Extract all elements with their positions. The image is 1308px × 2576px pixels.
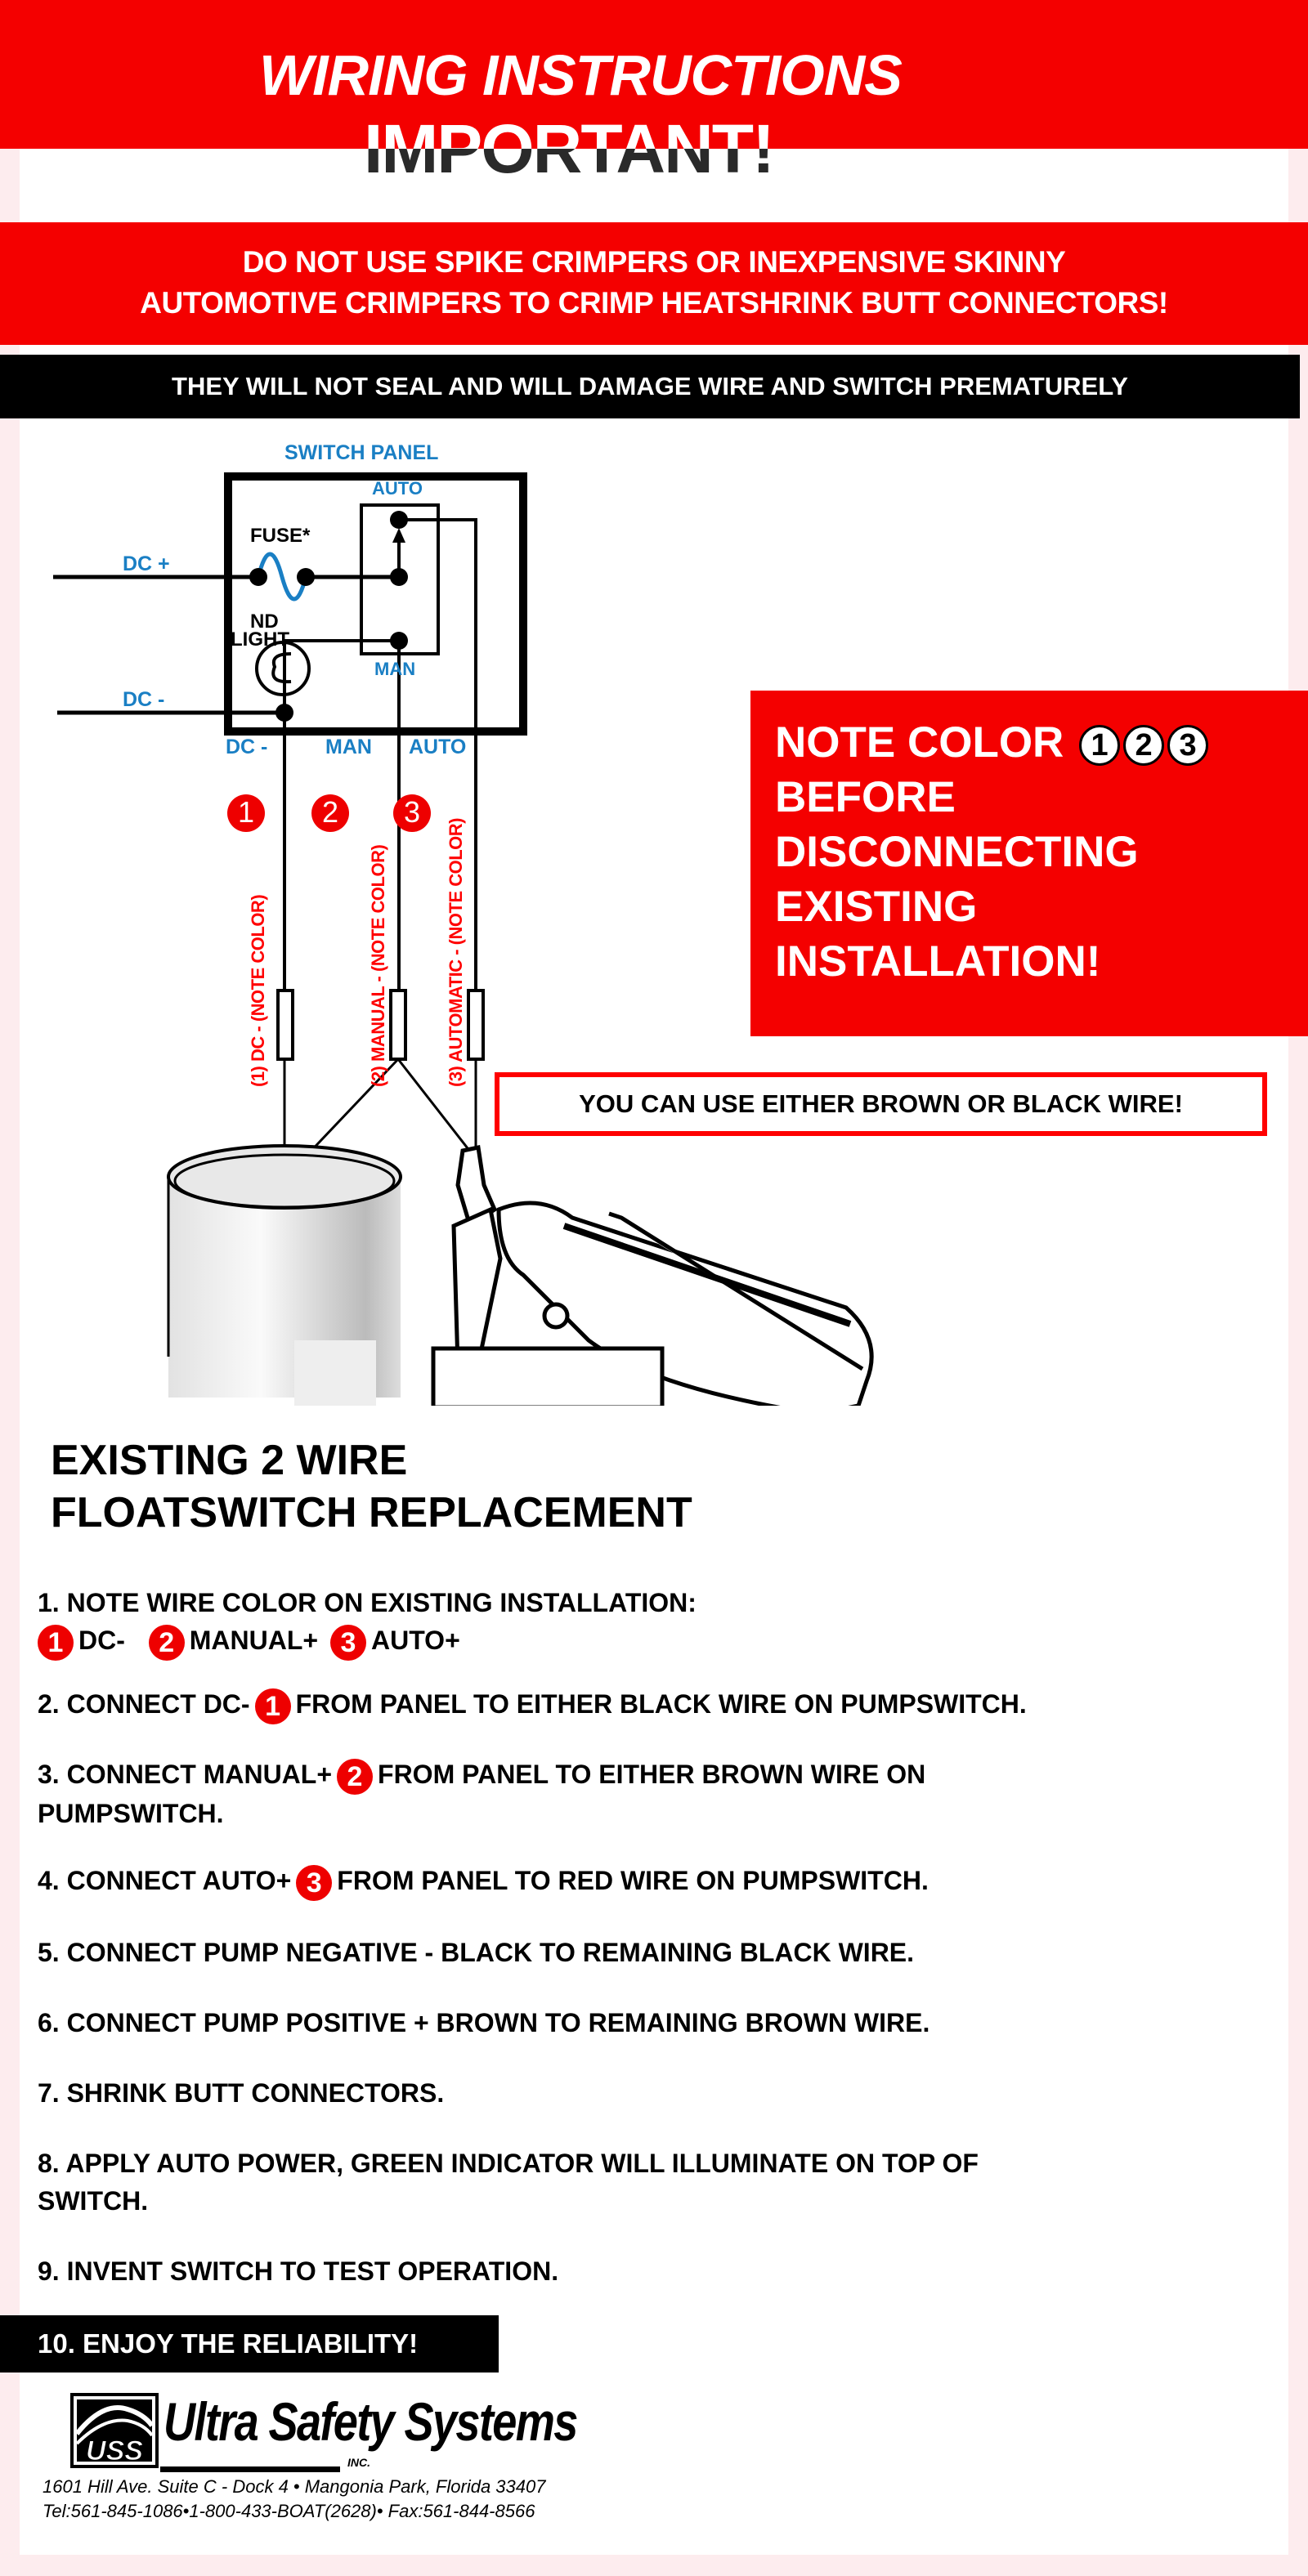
dc-plus-label: DC + [123, 552, 170, 575]
float-switch [431, 1145, 874, 1406]
wire-label-manual: (2) MANUAL - (NOTE COLOR) [368, 844, 388, 1087]
wire-badge-1: 1 [227, 794, 265, 832]
step-1-text: 1. NOTE WIRE COLOR ON EXISTING INSTALLAT… [38, 1588, 697, 1617]
company-phones: Tel:561-845-1086•1-800-433-BOAT(2628)• F… [43, 2501, 535, 2521]
badge-3: 3 [329, 1624, 366, 1661]
either-wire-note: YOU CAN USE EITHER BROWN OR BLACK WIRE! [495, 1072, 1267, 1136]
light-filament [271, 652, 292, 684]
company-name: Ultra Safety Systems [164, 2391, 578, 2452]
uss-logo-icon: USS [70, 2393, 159, 2468]
switch-panel-label: SWITCH PANEL [284, 441, 439, 464]
note-line2: BEFORE [775, 773, 956, 821]
ind-label-line2: LIGHT [231, 628, 289, 651]
step-3-line2: PUMPSWITCH. [38, 1798, 224, 1828]
indicator-light [255, 641, 311, 696]
step-5: 5. CONNECT PUMP NEGATIVE - BLACK TO REMA… [38, 1938, 915, 1967]
step-9: 9. INVENT SWITCH TO TEST OPERATION. [38, 2256, 559, 2286]
step-10-banner: 10. ENJOY THE RELIABILITY! [0, 2315, 499, 2373]
step-1: 1. NOTE WIRE COLOR ON EXISTING INSTALLAT… [38, 1584, 1264, 1661]
indicator-light-label: ND LIGHT [231, 610, 289, 651]
butt-connector-1 [276, 989, 294, 1061]
note-badge-3: 3 [1167, 725, 1209, 766]
step-8-line1: 8. APPLY AUTO POWER, GREEN INDICATOR WIL… [38, 2149, 979, 2178]
bottom-auto-label: AUTO [409, 736, 467, 758]
bilge-pump [167, 1144, 402, 1406]
company-address: 1601 Hill Ave. Suite C - Dock 4 • Mangon… [43, 2476, 546, 2497]
step-6: 6. CONNECT PUMP POSITIVE + BROWN TO REMA… [38, 2008, 930, 2037]
step-2-before: 2. CONNECT DC- [38, 1689, 250, 1719]
step-2-after: FROM PANEL TO EITHER BLACK WIRE ON PUMPS… [295, 1689, 1027, 1719]
fuse-symbol [256, 552, 308, 602]
step-8-line2: SWITCH. [38, 2186, 149, 2216]
switch-lead-2 [396, 1058, 469, 1149]
logo-mark-text: USS [86, 2435, 143, 2466]
logo-underline [160, 2466, 340, 2472]
step-1-auto: AUTO+ [370, 1626, 460, 1655]
bottom-man-label: MAN [325, 736, 372, 758]
badge-2: 2 [148, 1624, 185, 1661]
auto-wire [399, 518, 477, 991]
section-title-line2: FLOATSWITCH REPLACEMENT [51, 1489, 692, 1536]
note-line5: INSTALLATION! [775, 937, 1101, 986]
wire-badge-2: 2 [311, 794, 349, 832]
wire-label-dc: (1) DC - (NOTE COLOR) [248, 894, 268, 1087]
warning-line-1: DO NOT USE SPIKE CRIMPERS OR INEXPENSIVE… [242, 245, 1066, 279]
note-badge-1: 1 [1079, 725, 1121, 766]
badge-1: 1 [254, 1688, 291, 1724]
badge-3: 3 [296, 1864, 333, 1901]
man-label: MAN [374, 659, 416, 679]
step-8: 8. APPLY AUTO POWER, GREEN INDICATOR WIL… [38, 2144, 1264, 2220]
bottom-dc-label: DC - [226, 736, 268, 758]
badge-2: 2 [337, 1758, 374, 1795]
wiring-diagram [53, 472, 874, 1406]
butt-connector-2 [389, 989, 407, 1061]
light-wire [283, 639, 399, 713]
note-badge-2: 2 [1123, 725, 1165, 766]
crimper-warning: DO NOT USE SPIKE CRIMPERS OR INEXPENSIVE… [0, 222, 1308, 345]
page-title: WIRING INSTRUCTIONS [259, 43, 903, 107]
note-line1: NOTE COLOR [775, 718, 1064, 767]
company-inc: INC. [347, 2456, 370, 2469]
step-3-after: FROM PANEL TO EITHER BROWN WIRE ON [378, 1760, 926, 1789]
badge-1: 1 [38, 1624, 74, 1661]
dc-minus-label: DC - [123, 688, 165, 711]
switch-panel-box [224, 472, 527, 736]
auto-label: AUTO [372, 478, 423, 499]
step-3-before: 3. CONNECT MANUAL+ [38, 1760, 333, 1789]
switch-arrow-head [392, 528, 405, 543]
fuse-label: FUSE* [250, 525, 311, 547]
ind-label-line1: ND [250, 610, 279, 633]
header-band [0, 0, 1308, 149]
step-1-manual: MANUAL+ [189, 1626, 319, 1655]
section-title: EXISTING 2 WIRE FLOATSWITCH REPLACEMENT [51, 1434, 692, 1539]
note-line4: EXISTING [775, 883, 978, 931]
note-line3: DISCONNECTING [775, 828, 1139, 876]
step-4-before: 4. CONNECT AUTO+ [38, 1866, 292, 1895]
section-title-line1: EXISTING 2 WIRE [51, 1437, 408, 1484]
important-heading: IMPORTANT! [364, 110, 775, 187]
wire-badge-3: 3 [393, 794, 431, 832]
step-4-after: FROM PANEL TO RED WIRE ON PUMPSWITCH. [337, 1866, 929, 1895]
step-7: 7. SHRINK BUTT CONNECTORS. [38, 2078, 445, 2108]
warning-line-2: AUTOMOTIVE CRIMPERS TO CRIMP HEATSHRINK … [140, 286, 1168, 320]
wire-label-automatic: (3) AUTOMATIC - (NOTE COLOR) [446, 818, 466, 1087]
butt-connector-3 [467, 989, 485, 1061]
seal-warning-banner: THEY WILL NOT SEAL AND WILL DAMAGE WIRE … [0, 355, 1300, 418]
terminal-dots [249, 511, 408, 722]
step-1-dc: DC- [78, 1626, 125, 1655]
